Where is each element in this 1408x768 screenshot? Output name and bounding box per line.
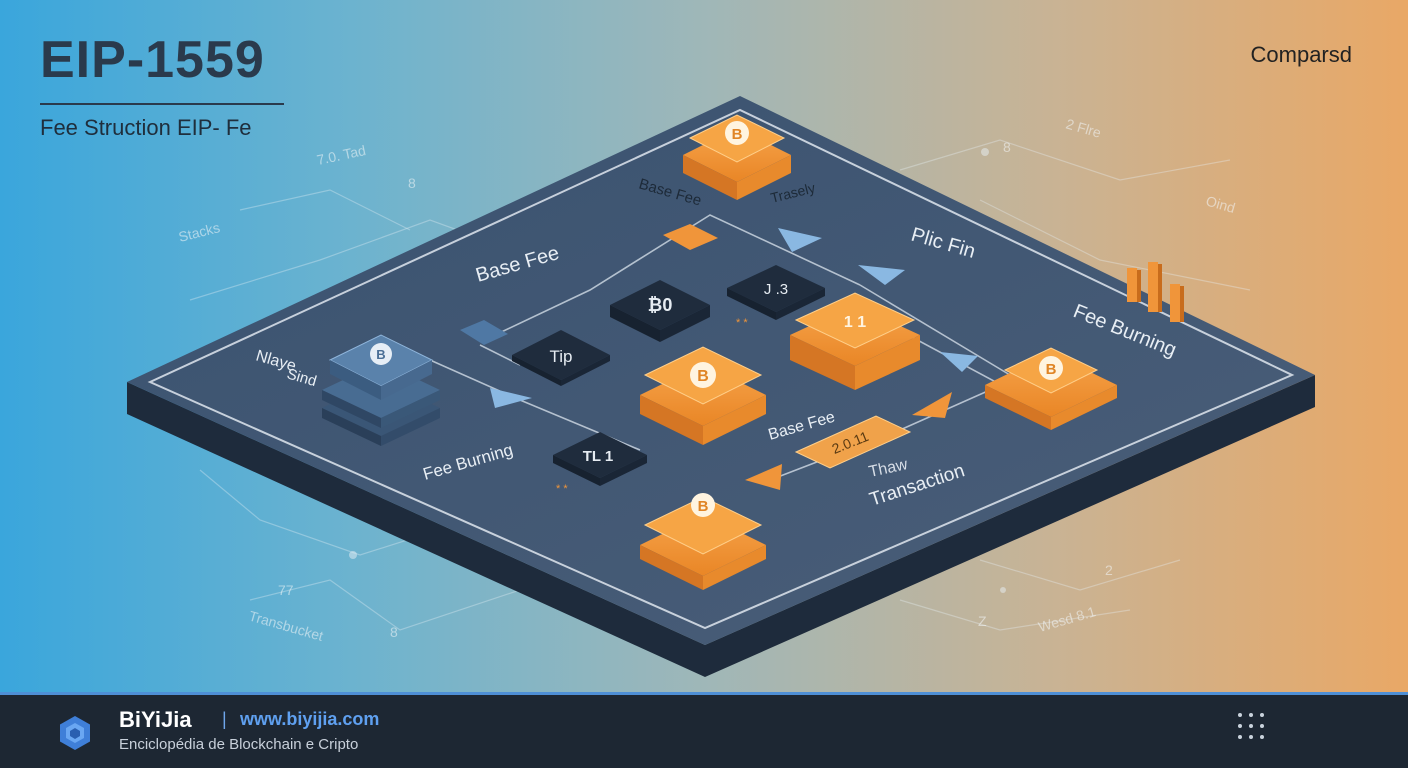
arrow-icon: [745, 464, 782, 490]
coin-icon: [690, 362, 716, 388]
bg-label: 77: [278, 582, 294, 598]
bg-line: [979, 559, 1181, 591]
bg-dot: [981, 148, 989, 156]
block-glyph: 1 1: [844, 314, 866, 331]
flow-arrows: [490, 228, 978, 408]
connector-line: [859, 284, 1011, 376]
brand-tagline: Enciclopédia de Blockchain e Cripto: [119, 736, 359, 753]
top-right-label: Comparsd: [1250, 42, 1352, 67]
block-glyph: J .3: [764, 281, 788, 298]
bg-label: 7.0. Tad: [315, 142, 367, 168]
arrow-icon: [940, 352, 978, 372]
biyijia-logo-icon: [60, 716, 90, 750]
dark-block-upper: J .3: [727, 265, 825, 320]
brand-name: BiYiJia: [119, 707, 192, 732]
coin-stack-top: B: [683, 114, 791, 200]
tl-block-label: TL 1: [583, 448, 614, 465]
bg-label: 2 Flre: [1064, 116, 1103, 141]
bg-label: Oind: [1204, 193, 1237, 217]
coin-symbol: B: [732, 126, 743, 143]
fee-burning-bars-icon: [1127, 262, 1184, 322]
bg-label: Wesd 8.1: [1036, 603, 1097, 635]
bg-line: [239, 189, 411, 231]
bg-label: Stacks: [177, 219, 222, 245]
coin-symbol: B: [697, 368, 709, 385]
coin-symbol: B: [1046, 361, 1057, 378]
flow-arrows-orange: [745, 392, 952, 490]
coin-icon: [370, 343, 392, 365]
arrow-icon: [778, 228, 822, 252]
coin-stack-bottom: B: [640, 493, 766, 590]
arrow-icon: [858, 265, 905, 285]
bg-label: 8: [1003, 139, 1011, 155]
bg-label: 8: [408, 175, 416, 191]
footer-bar: BiYiJia | www.biyijia.com Enciclopédia d…: [0, 692, 1408, 768]
bg-label: 2: [1105, 562, 1113, 578]
orange-node: [663, 224, 718, 250]
connector-line: [494, 214, 861, 336]
coin-symbol: B: [376, 347, 385, 362]
fee-structure-diagram: 7.0. Tad 8 Stacks 2 Flre 8 Oind 77 Trans…: [127, 96, 1315, 677]
page-subtitle: Fee Struction EIP- Fe: [40, 115, 252, 140]
value-tag: 2.0.11: [794, 415, 912, 469]
title-divider: [40, 103, 284, 105]
coin-icon: [1039, 356, 1063, 380]
bg-line: [979, 199, 1251, 291]
blue-node: [460, 320, 508, 345]
platform-border: [147, 108, 1295, 630]
coin-stack-center: B: [640, 346, 766, 445]
bg-label: Transbucket: [247, 608, 325, 645]
sparkle-mark: * *: [556, 483, 568, 495]
sparkle-mark: * *: [736, 317, 748, 329]
brand-separator: |: [222, 709, 227, 729]
bg-dot: [1000, 587, 1006, 593]
coin-icon: [691, 493, 715, 517]
blue-block-stack: B: [322, 334, 440, 446]
grid-dots-icon: [1238, 713, 1264, 739]
tip-label: Tip: [550, 347, 573, 366]
sparkle-marks: * * * *: [556, 317, 748, 495]
bg-line: [899, 139, 1231, 181]
page-title: EIP-1559: [40, 31, 265, 89]
coin-stack-mid-right: 1 1: [790, 292, 920, 390]
bg-label: 8: [390, 624, 398, 640]
dark-block-tip: Tip: [512, 330, 610, 386]
bg-label: Z: [978, 613, 987, 629]
dark-block-lower: TL 1: [553, 432, 647, 486]
arrow-icon: [490, 388, 532, 408]
bg-line: [899, 599, 1131, 631]
coin-stack-right: B: [985, 347, 1117, 430]
brand-url-link[interactable]: www.biyijia.com: [240, 709, 380, 729]
dark-block-center: ₿0: [610, 280, 710, 342]
coin-icon: [725, 121, 749, 145]
arrow-icon: [912, 392, 952, 418]
coin-symbol: B: [698, 498, 709, 515]
background-dots: [349, 148, 1006, 593]
bg-line: [249, 579, 521, 631]
bg-dot: [349, 551, 357, 559]
block-glyph: ₿0: [648, 295, 673, 315]
